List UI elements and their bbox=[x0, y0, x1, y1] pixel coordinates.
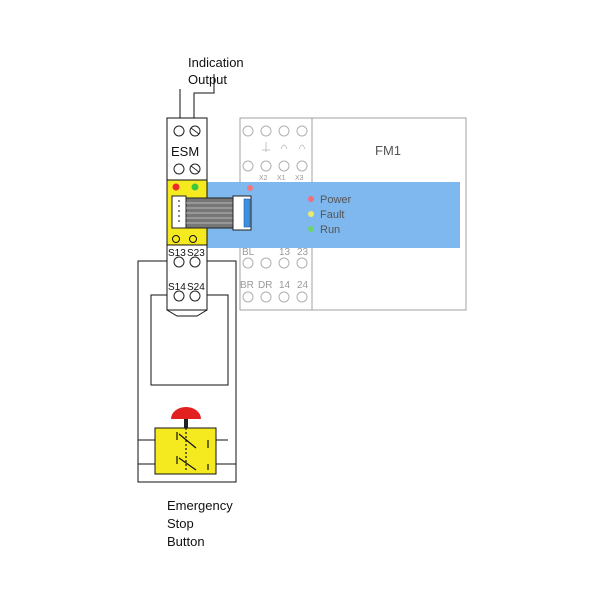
fm1-title: FM1 bbox=[375, 143, 401, 158]
run-led bbox=[308, 226, 314, 232]
fm1-top-terminals bbox=[242, 125, 308, 172]
fm1-terminal-bl: BL bbox=[242, 247, 255, 258]
estop-label-line1: Emergency bbox=[167, 498, 233, 513]
fm1-terminal-23: 23 bbox=[297, 247, 309, 258]
ribbon-cable bbox=[185, 195, 252, 231]
fm1-terminal-dr: DR bbox=[258, 280, 272, 291]
esm-green-led bbox=[191, 183, 199, 191]
run-led-label: Run bbox=[320, 224, 340, 236]
esm-module: ESM S13 S23 S14 S24 bbox=[166, 117, 252, 317]
esm-title: ESM bbox=[171, 144, 199, 159]
fault-led bbox=[308, 211, 314, 217]
esm-terminal-s14: S14 bbox=[168, 282, 186, 293]
estop-wire-inner bbox=[150, 294, 229, 386]
power-led bbox=[308, 196, 314, 202]
estop-label-line2: Stop bbox=[167, 516, 194, 531]
fm1-terminal-x2: X2 bbox=[259, 175, 268, 182]
fm1-top-symbols bbox=[262, 142, 306, 152]
estop-wire-outer bbox=[137, 260, 237, 483]
fm1-bottom-row1 bbox=[242, 257, 308, 269]
esm-screw-marks bbox=[190, 127, 200, 173]
estop-yellow-box bbox=[154, 427, 217, 475]
estop-contacts bbox=[176, 428, 209, 471]
fm1-terminal-13: 13 bbox=[279, 247, 291, 258]
fm1-terminal-x3: X3 bbox=[295, 175, 304, 182]
fault-led-label: Fault bbox=[320, 209, 344, 221]
fm1-terminal-x1: X1 bbox=[277, 175, 286, 182]
indication-label-line2: Output bbox=[188, 72, 227, 87]
esm-red-led bbox=[172, 183, 180, 191]
fm1-small-led bbox=[247, 185, 253, 191]
estop-mushroom-head bbox=[171, 407, 201, 419]
fm1-terminal-br: BR bbox=[240, 280, 254, 291]
fm1-terminal-24: 24 bbox=[297, 280, 309, 291]
indication-wire-2 bbox=[193, 74, 215, 131]
indication-label-line1: Indication bbox=[188, 55, 244, 70]
esm-terminal-row2 bbox=[173, 290, 201, 302]
esm-terminal-row1 bbox=[173, 256, 201, 268]
esm-dial-right bbox=[189, 235, 197, 243]
estop-stem bbox=[184, 419, 188, 428]
esm-dial-left bbox=[172, 235, 180, 243]
esm-terminal-s23: S23 bbox=[187, 248, 205, 259]
fm1-bottom-row2 bbox=[242, 291, 308, 303]
esm-bottom-clip bbox=[166, 309, 208, 317]
esm-terminal-s24: S24 bbox=[187, 282, 205, 293]
esm-terminal-s13: S13 bbox=[168, 248, 186, 259]
fm1-terminal-14: 14 bbox=[279, 280, 291, 291]
power-led-label: Power bbox=[320, 194, 352, 206]
estop-label-line3: Button bbox=[167, 534, 205, 549]
esm-connector-pins bbox=[178, 200, 180, 222]
esm-top-terminals bbox=[173, 125, 201, 175]
emergency-stop-button bbox=[154, 407, 217, 475]
